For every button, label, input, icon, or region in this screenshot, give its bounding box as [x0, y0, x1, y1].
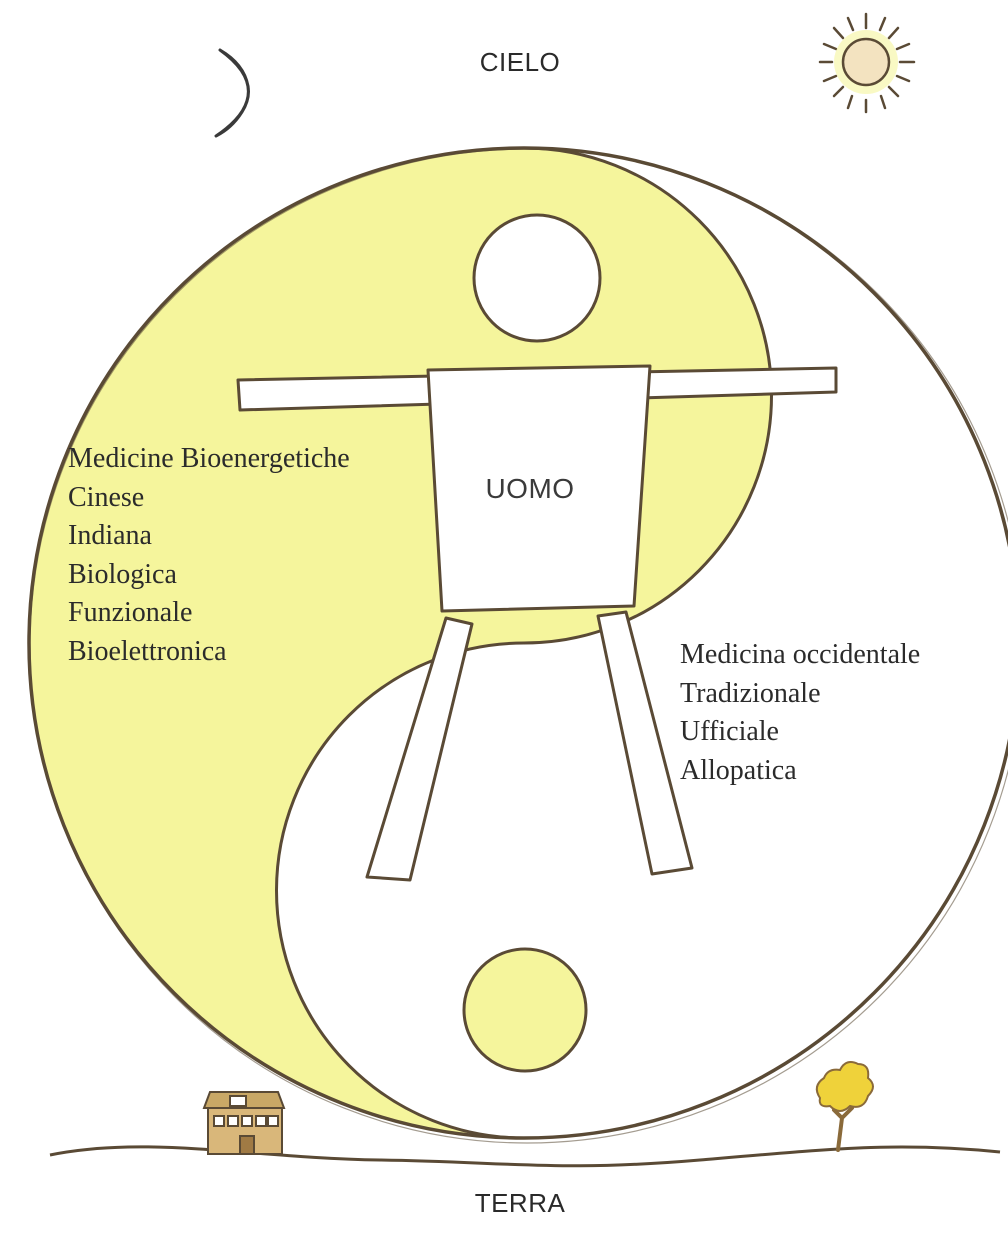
- list-item: Allopatica: [680, 752, 920, 791]
- list-item: Biologica: [68, 556, 350, 595]
- bottom-dot: [464, 949, 586, 1071]
- top-dot: [474, 215, 600, 341]
- list-item: Tradizionale: [680, 675, 920, 714]
- man-label: UOMO: [440, 473, 620, 505]
- sky-label: CIELO: [430, 47, 610, 78]
- earth-label: TERRA: [440, 1188, 600, 1219]
- list-item: Bioelettronica: [68, 633, 350, 672]
- western-medicine-list: Medicina occidentale Tradizionale Uffici…: [680, 636, 920, 790]
- list-item: Medicina occidentale: [680, 636, 920, 675]
- moon-icon: [216, 50, 248, 136]
- sun-icon: [820, 14, 914, 112]
- list-item: Cinese: [68, 479, 350, 518]
- tree-icon: [817, 1062, 873, 1150]
- list-item: Ufficiale: [680, 713, 920, 752]
- list-item: Funzionale: [68, 594, 350, 633]
- house-icon: [204, 1092, 284, 1154]
- list-item: Indiana: [68, 517, 350, 556]
- list-item: Medicine Bioenergetiche: [68, 440, 350, 479]
- ground-line: [50, 1147, 1000, 1166]
- bioenergetic-medicine-list: Medicine Bioenergetiche Cinese Indiana B…: [68, 440, 350, 671]
